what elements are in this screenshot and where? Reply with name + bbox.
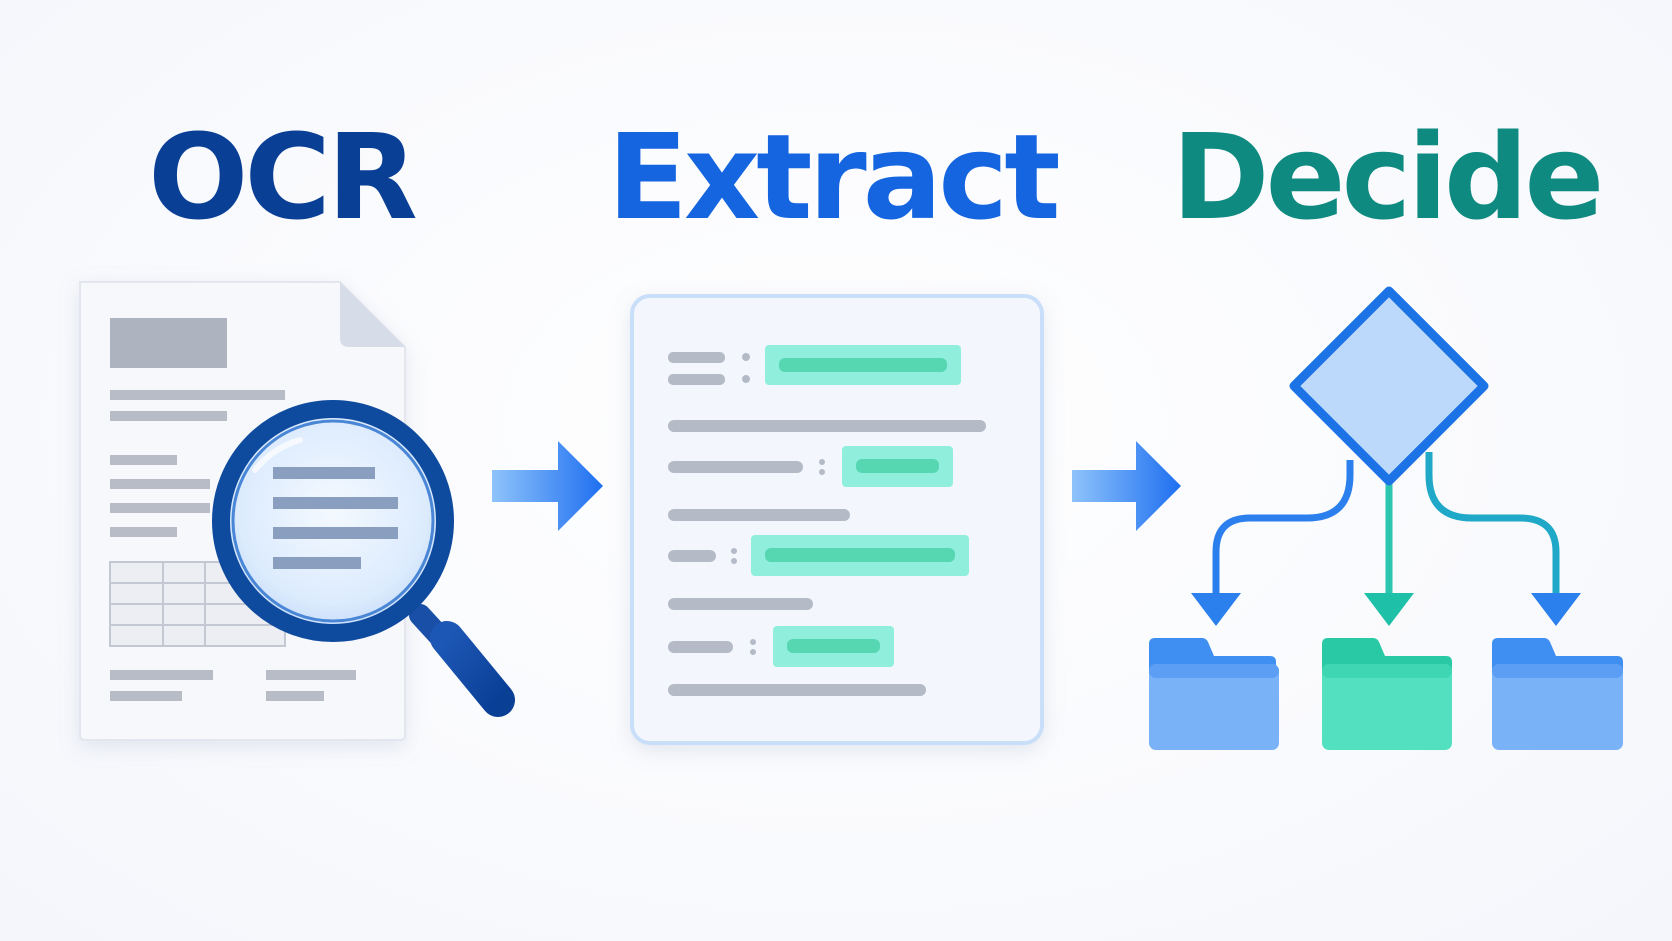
document-text-lines [110, 318, 356, 701]
folder-icon [1492, 638, 1623, 750]
stage-title-decide: Decide [1171, 108, 1605, 246]
arrow-right-icon [492, 441, 603, 531]
arrow-right-icon [1072, 441, 1181, 531]
folder-icon [1322, 638, 1452, 750]
stage-title-extract: Extract [607, 108, 1060, 246]
decision-branches [1212, 452, 1560, 595]
branch-arrowheads [1191, 593, 1581, 626]
magnified-text-lines [273, 467, 398, 569]
magnifying-glass-icon [212, 400, 515, 717]
folder-icon [1149, 638, 1279, 750]
stage-title-ocr: OCR [148, 108, 418, 246]
extracted-fields [668, 345, 986, 696]
decision-diamond-icon [1289, 286, 1489, 486]
